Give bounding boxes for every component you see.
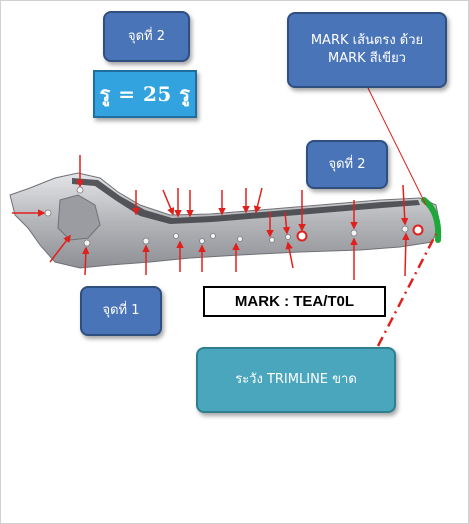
green-mark-line [421, 197, 442, 243]
mark-code-box: MARK : TEA/T0L [203, 286, 386, 317]
mark-leader [367, 87, 427, 206]
point-2-label-top: จุดที่ 2 [127, 28, 166, 44]
bracket-cutout [57, 194, 101, 241]
trimline-leader [376, 233, 438, 347]
circled-hole [412, 224, 424, 236]
circled-hole [296, 230, 308, 242]
point-2-callout-top: จุดที่ 2 [103, 11, 190, 62]
mark-code-label: MARK : TEA/T0L [234, 293, 355, 310]
mark-instruction-label: MARK เส้นตรง ด้วย MARK สีเขียว [310, 33, 424, 66]
point-1-callout: จุดที่ 1 [80, 286, 162, 336]
part-holes [44, 186, 409, 247]
hole-arrows [12, 155, 410, 280]
hole-count-box: รู = 25 รู [93, 70, 197, 118]
mark-instruction-callout: MARK เส้นตรง ด้วย MARK สีเขียว [287, 12, 447, 88]
trimline-warning-callout: ระวัง TRIMLINE ขาด [196, 347, 396, 413]
point-2-callout-right: จุดที่ 2 [306, 140, 388, 189]
trimline-warning-label: ระวัง TRIMLINE ขาด [235, 372, 357, 388]
hole-count-label: รู = 25 รู [99, 82, 191, 106]
upper-flange [72, 178, 420, 224]
point-1-label: จุดที่ 1 [102, 303, 140, 319]
point-2-label-right: จุดที่ 2 [328, 156, 366, 172]
